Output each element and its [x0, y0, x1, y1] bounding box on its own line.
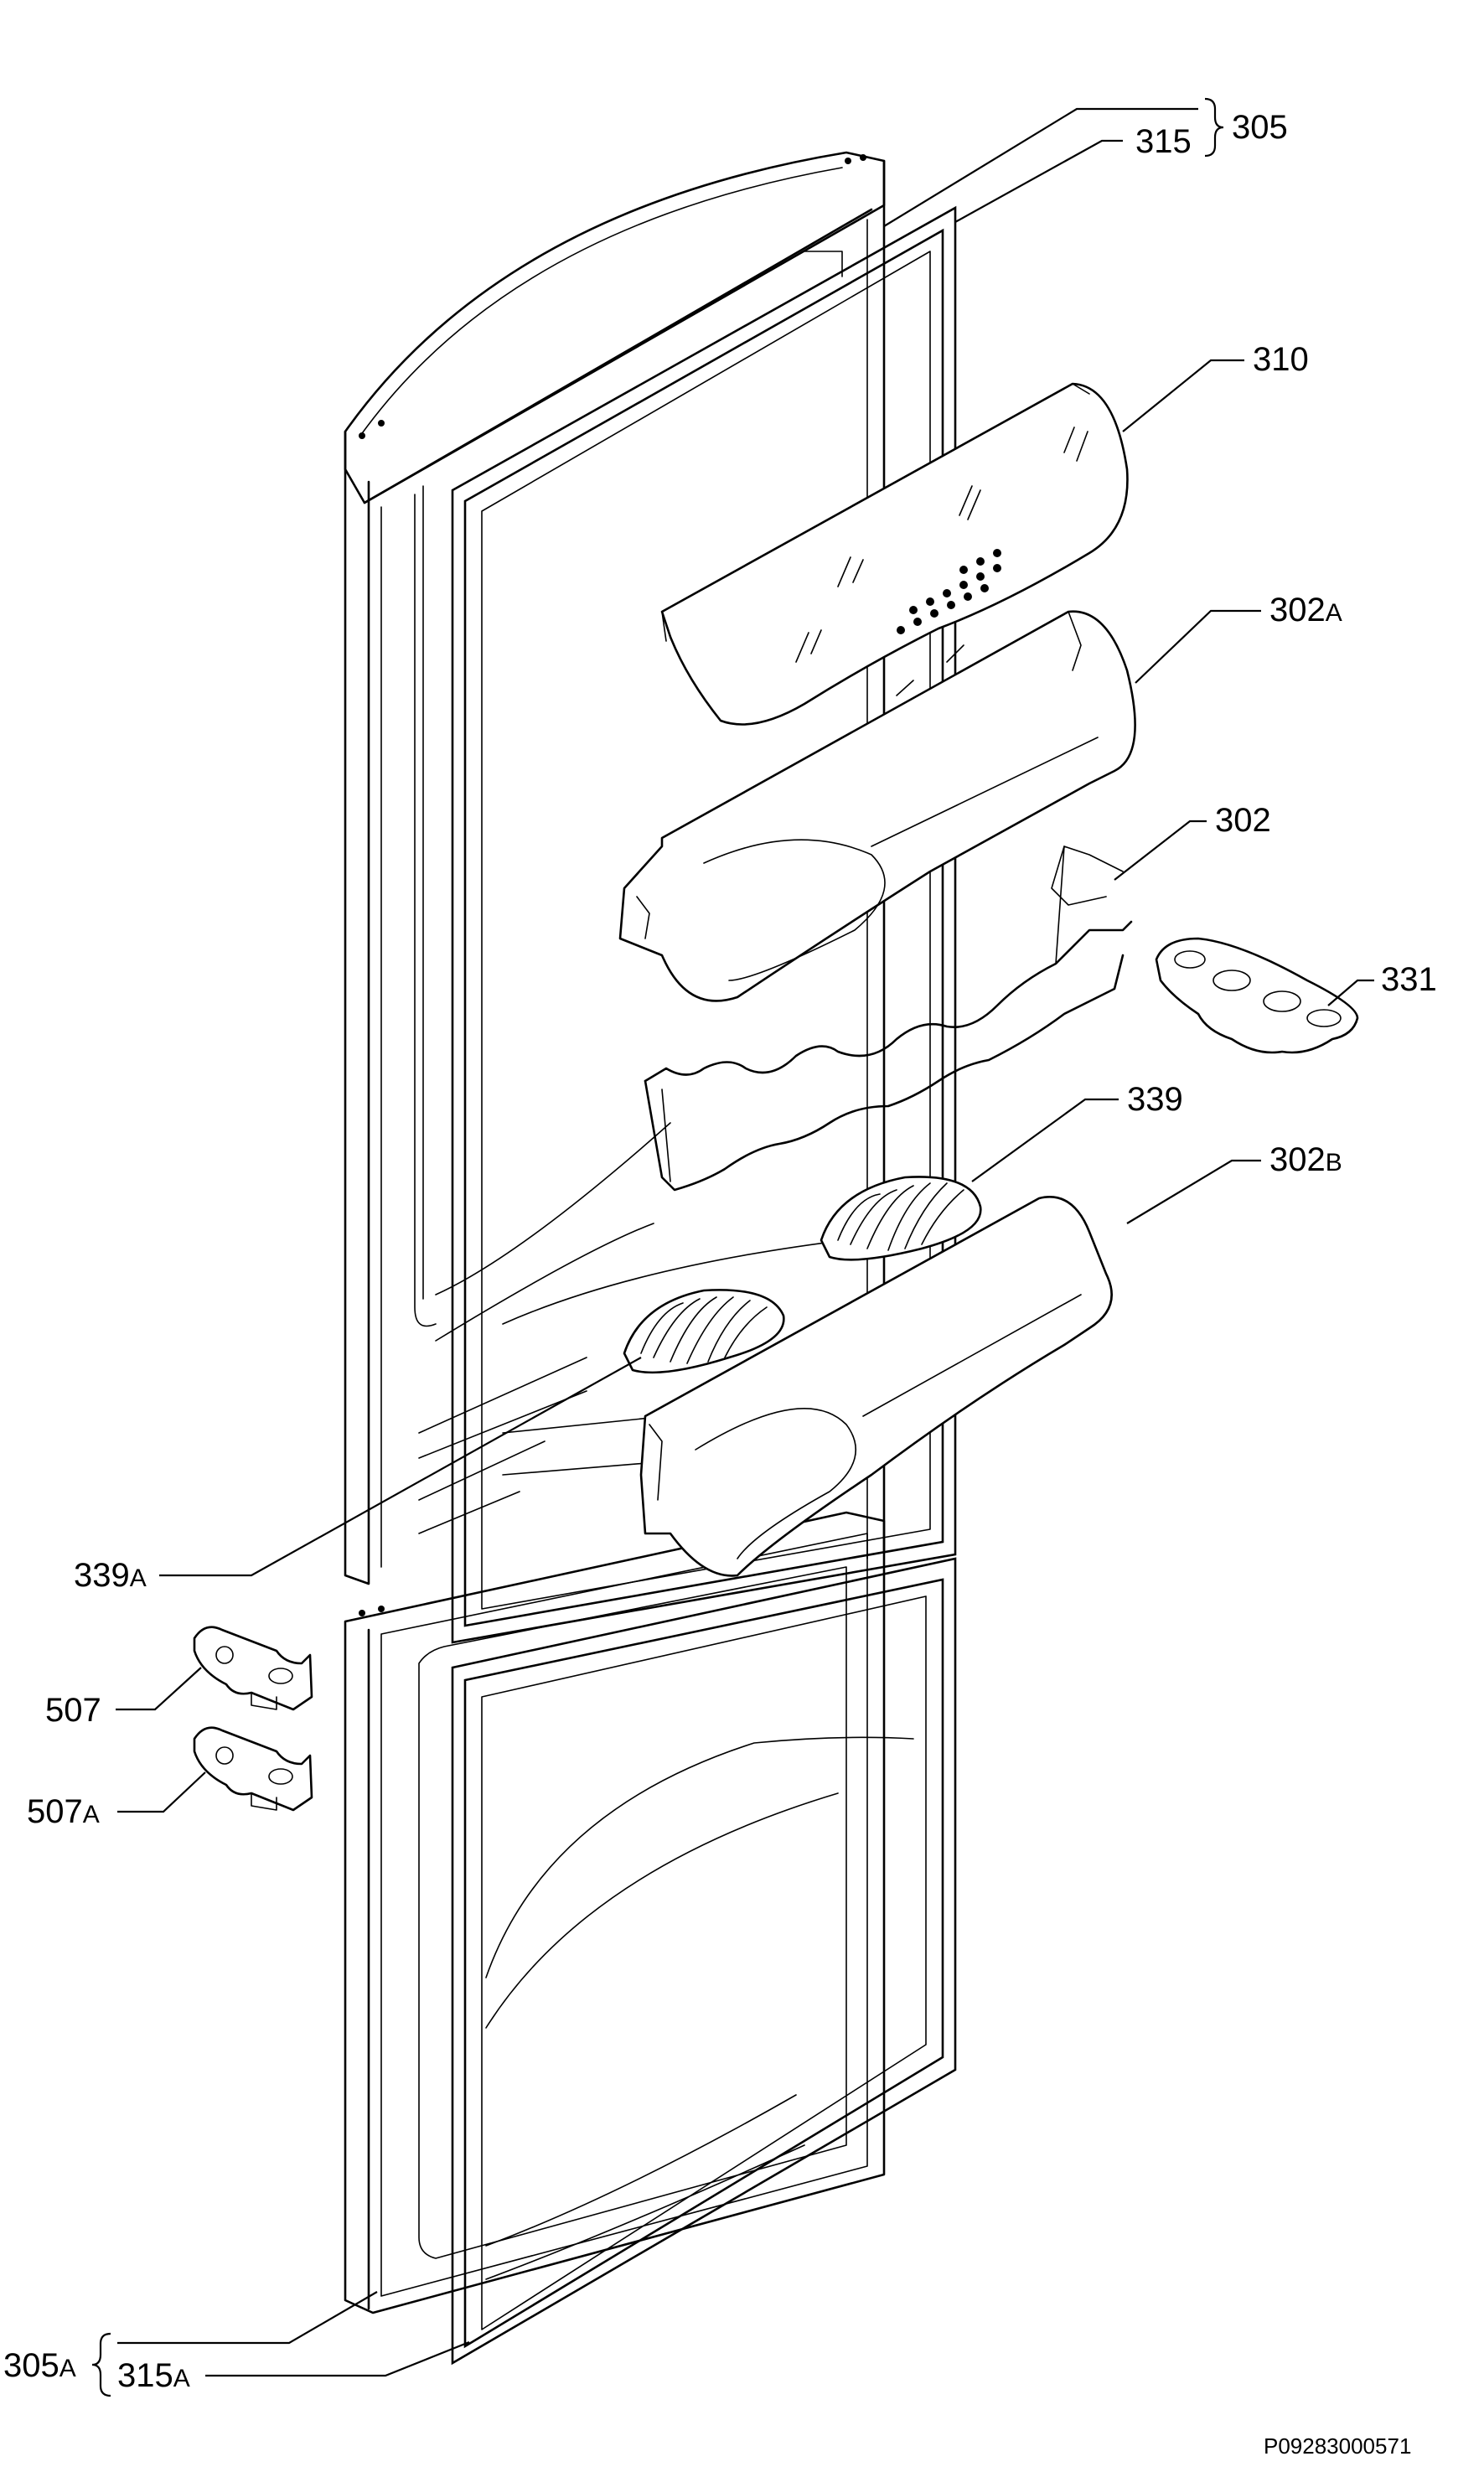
label-315A: 315A: [117, 2357, 190, 2394]
brace-305A: [91, 2332, 111, 2397]
bottle-holder-339: [820, 1176, 982, 1261]
hinge-507: [193, 1626, 313, 1711]
label-302A: 302A: [1269, 592, 1342, 628]
door-shelf-302B: [639, 1196, 1113, 1577]
wire-rack-302: [644, 846, 1133, 1192]
label-507A: 507A: [27, 1793, 100, 1830]
label-315: 315: [1135, 123, 1192, 160]
leader-lines: [116, 107, 1374, 2377]
vent-dots: [897, 549, 1001, 634]
label-339: 339: [1127, 1081, 1183, 1118]
door-shelf-302A: [618, 610, 1136, 1002]
bottle-holder-339A: [623, 1289, 785, 1374]
drawing-reference: P09283000571: [1264, 2433, 1411, 2459]
label-310: 310: [1253, 341, 1309, 378]
egg-tray-331: [1155, 937, 1359, 1054]
label-302: 302: [1215, 802, 1271, 839]
shelf-lid-310: [660, 382, 1129, 726]
label-339A: 339A: [74, 1557, 147, 1594]
label-302B: 302B: [1269, 1141, 1342, 1178]
brace-305: [1204, 97, 1224, 158]
label-305A: 305A: [3, 2347, 76, 2384]
label-507: 507: [45, 1692, 101, 1729]
lower-door-gasket: [451, 1557, 957, 2366]
label-331: 331: [1381, 961, 1437, 998]
hinge-507A: [193, 1726, 313, 1812]
label-305: 305: [1232, 109, 1288, 146]
